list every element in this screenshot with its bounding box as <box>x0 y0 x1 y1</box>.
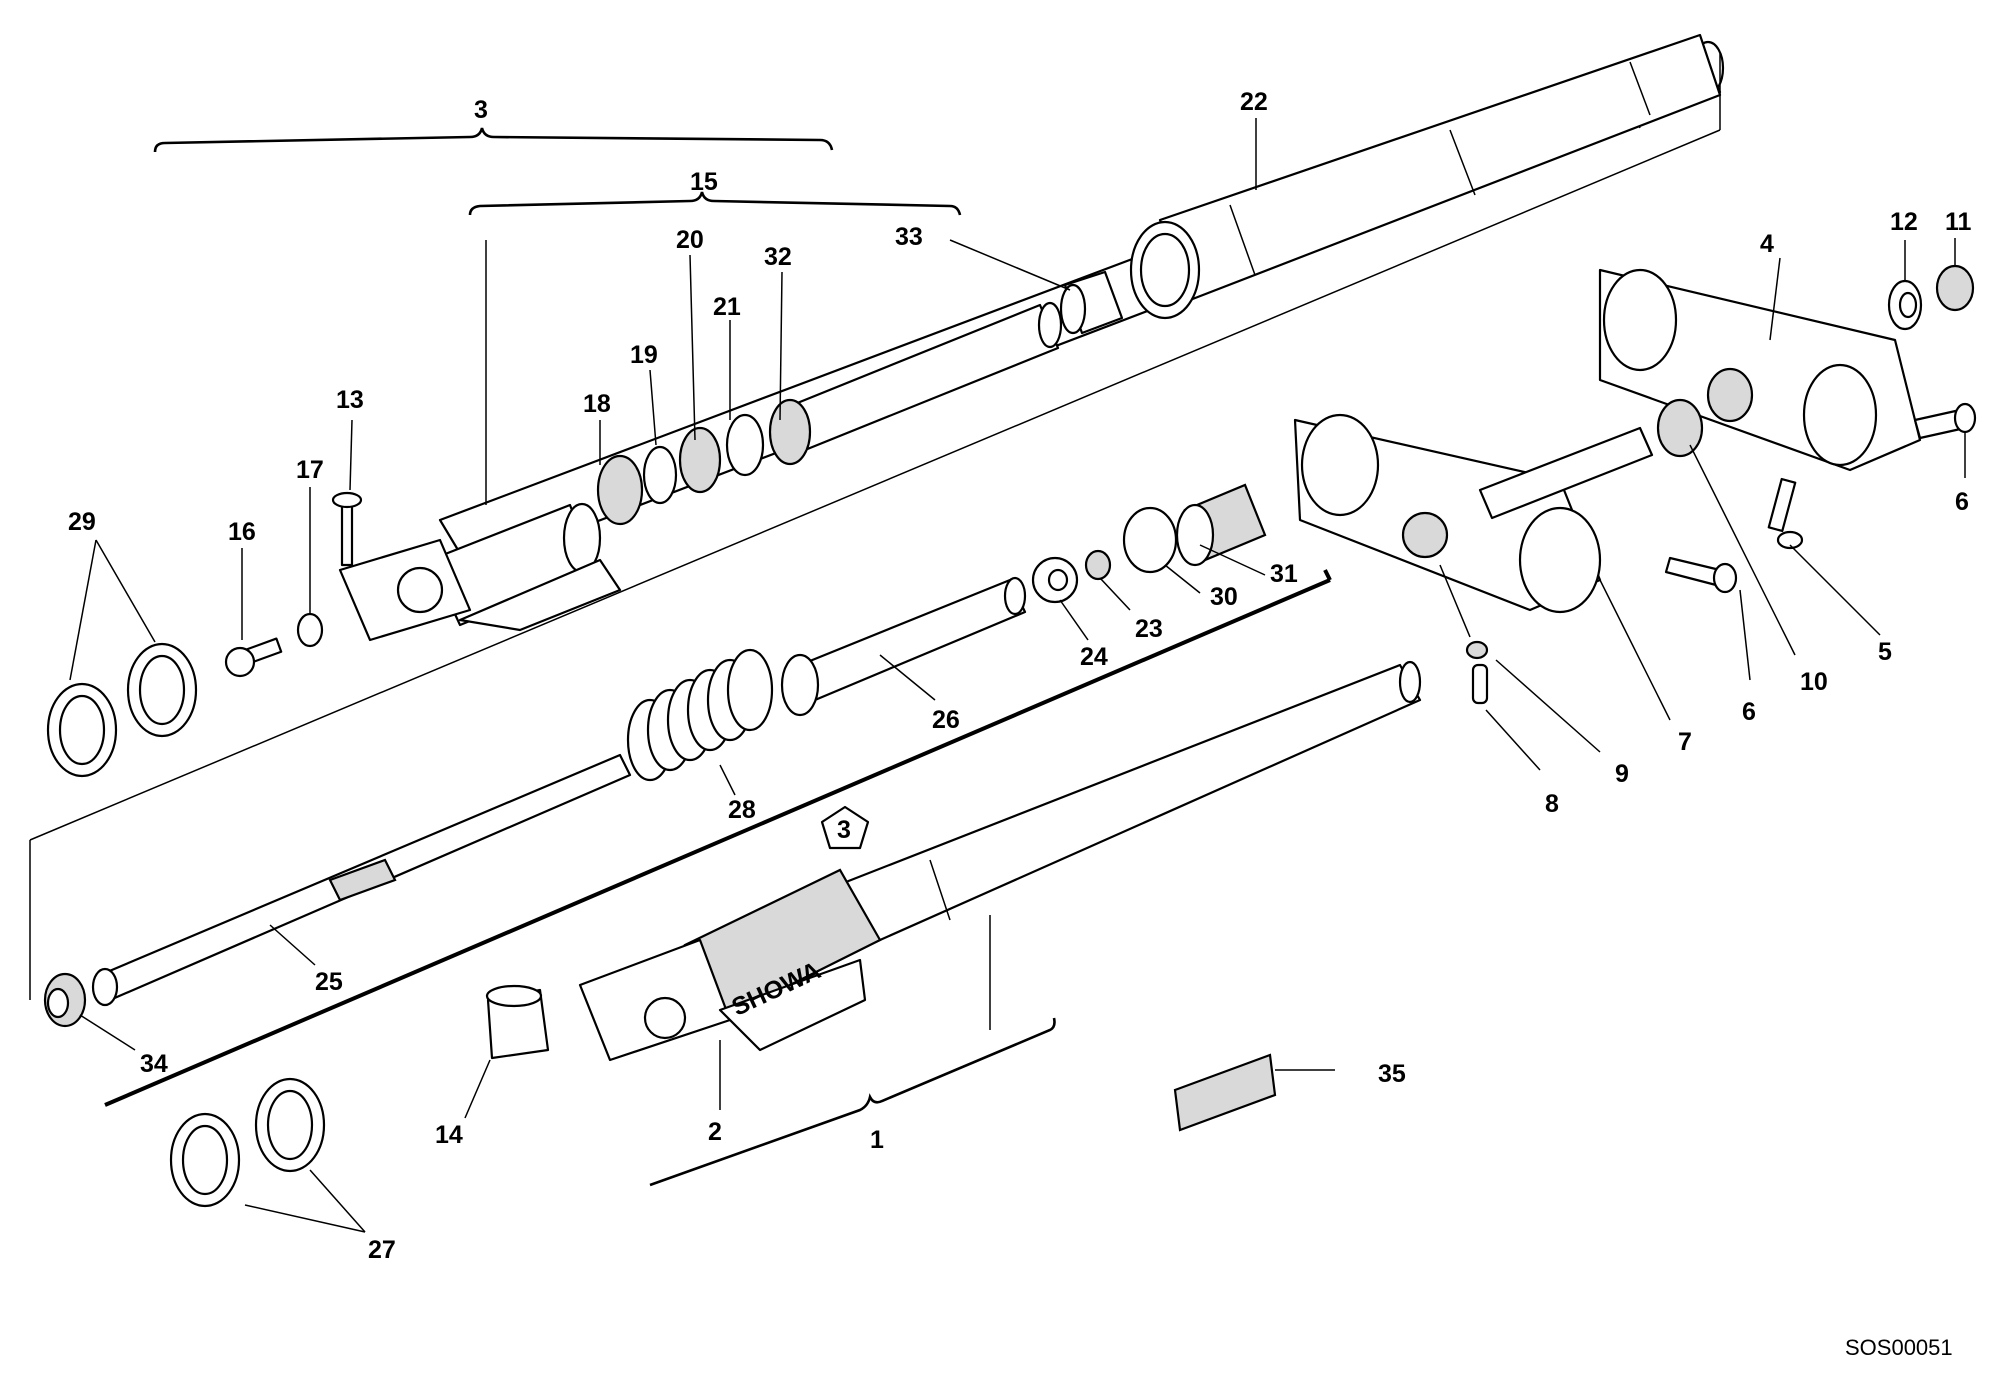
clamp-29 <box>46 642 198 778</box>
callout-2: 2 <box>708 1118 722 1146</box>
upper-triple-clamp-4 <box>1598 268 1922 472</box>
clamp-27 <box>169 1077 326 1208</box>
callout-35: 35 <box>1378 1060 1406 1088</box>
callout-20: 20 <box>676 226 704 254</box>
callout-17: 17 <box>296 456 324 484</box>
callout-28: 28 <box>728 796 756 824</box>
seal-rings-group <box>596 398 812 526</box>
callout-21: 21 <box>713 293 741 321</box>
callout-24: 24 <box>1080 643 1108 671</box>
spacer-14 <box>485 984 550 1060</box>
bolt-13 <box>331 491 363 567</box>
spacer-26 <box>780 576 1027 717</box>
callout-22: 22 <box>1240 88 1268 116</box>
callout-4: 4 <box>1760 230 1774 258</box>
o-ring-30 <box>1122 506 1178 574</box>
callout-10: 10 <box>1800 668 1828 696</box>
callout-29: 29 <box>68 508 96 536</box>
callout-12: 12 <box>1890 208 1918 236</box>
outer-tube-22 <box>1129 33 1722 320</box>
callout-18: 18 <box>583 390 611 418</box>
washer-17 <box>296 612 324 648</box>
callout-5: 5 <box>1878 638 1892 666</box>
bracket-3 <box>153 127 834 153</box>
callout-11: 11 <box>1945 208 1972 236</box>
damper-rod-25 <box>91 753 632 1007</box>
callout-13: 13 <box>336 386 364 414</box>
nut-23 <box>1084 549 1112 581</box>
drawing-code: SOS00051 <box>1845 1335 1953 1360</box>
callout-numbers: 3 15 22 33 20 32 21 19 18 13 17 16 29 4 … <box>68 88 1972 1264</box>
callout-15: 15 <box>690 168 718 196</box>
adjuster-31 <box>1175 483 1267 567</box>
bracket-1 <box>649 1017 1056 1187</box>
callout-7: 7 <box>1678 728 1692 756</box>
leader-lines <box>69 118 1966 1233</box>
fork-assembly-1 <box>578 660 1422 1062</box>
callout-6-right: 6 <box>1955 488 1969 516</box>
callout-30: 30 <box>1210 583 1238 611</box>
callout-16: 16 <box>228 518 256 546</box>
callout-26: 26 <box>932 706 960 734</box>
callout-9: 9 <box>1615 760 1629 788</box>
bolt-5 <box>1767 477 1804 550</box>
washer-24 <box>1031 556 1079 604</box>
callout-1: 1 <box>870 1126 884 1154</box>
reference-marker-3: 3 <box>820 805 870 850</box>
bolt-6-upper <box>1913 402 1977 440</box>
label-plate-35 <box>1173 1053 1277 1132</box>
callout-19: 19 <box>630 341 658 369</box>
washer-12 <box>1887 279 1923 331</box>
callout-34: 34 <box>140 1050 168 1078</box>
bolt-16 <box>224 637 283 678</box>
callout-25: 25 <box>315 968 343 996</box>
callout-31: 31 <box>1270 560 1298 588</box>
callout-6-lower: 6 <box>1742 698 1756 726</box>
callout-14: 14 <box>435 1121 463 1149</box>
cap-34 <box>43 972 87 1028</box>
callout-3: 3 <box>474 96 488 124</box>
pin-8 <box>1471 663 1489 705</box>
cartridge-frame <box>29 52 1721 1107</box>
callout-8: 8 <box>1545 790 1559 818</box>
steering-stem-10 <box>1478 398 1704 520</box>
spring-28 <box>626 648 774 782</box>
callout-27: 27 <box>368 1236 396 1264</box>
cap-9 <box>1465 640 1489 660</box>
bracket-15 <box>468 191 962 216</box>
lower-triple-clamp-7 <box>1293 413 1602 614</box>
callout-23: 23 <box>1135 615 1163 643</box>
callout-33: 33 <box>895 223 923 251</box>
bushing-33 <box>1059 270 1124 335</box>
nut-11 <box>1935 264 1975 312</box>
bolt-6-lower <box>1664 556 1738 594</box>
callout-32: 32 <box>764 243 792 271</box>
upper-slider-3 <box>338 502 622 642</box>
reference-marker-label: 3 <box>837 816 851 844</box>
